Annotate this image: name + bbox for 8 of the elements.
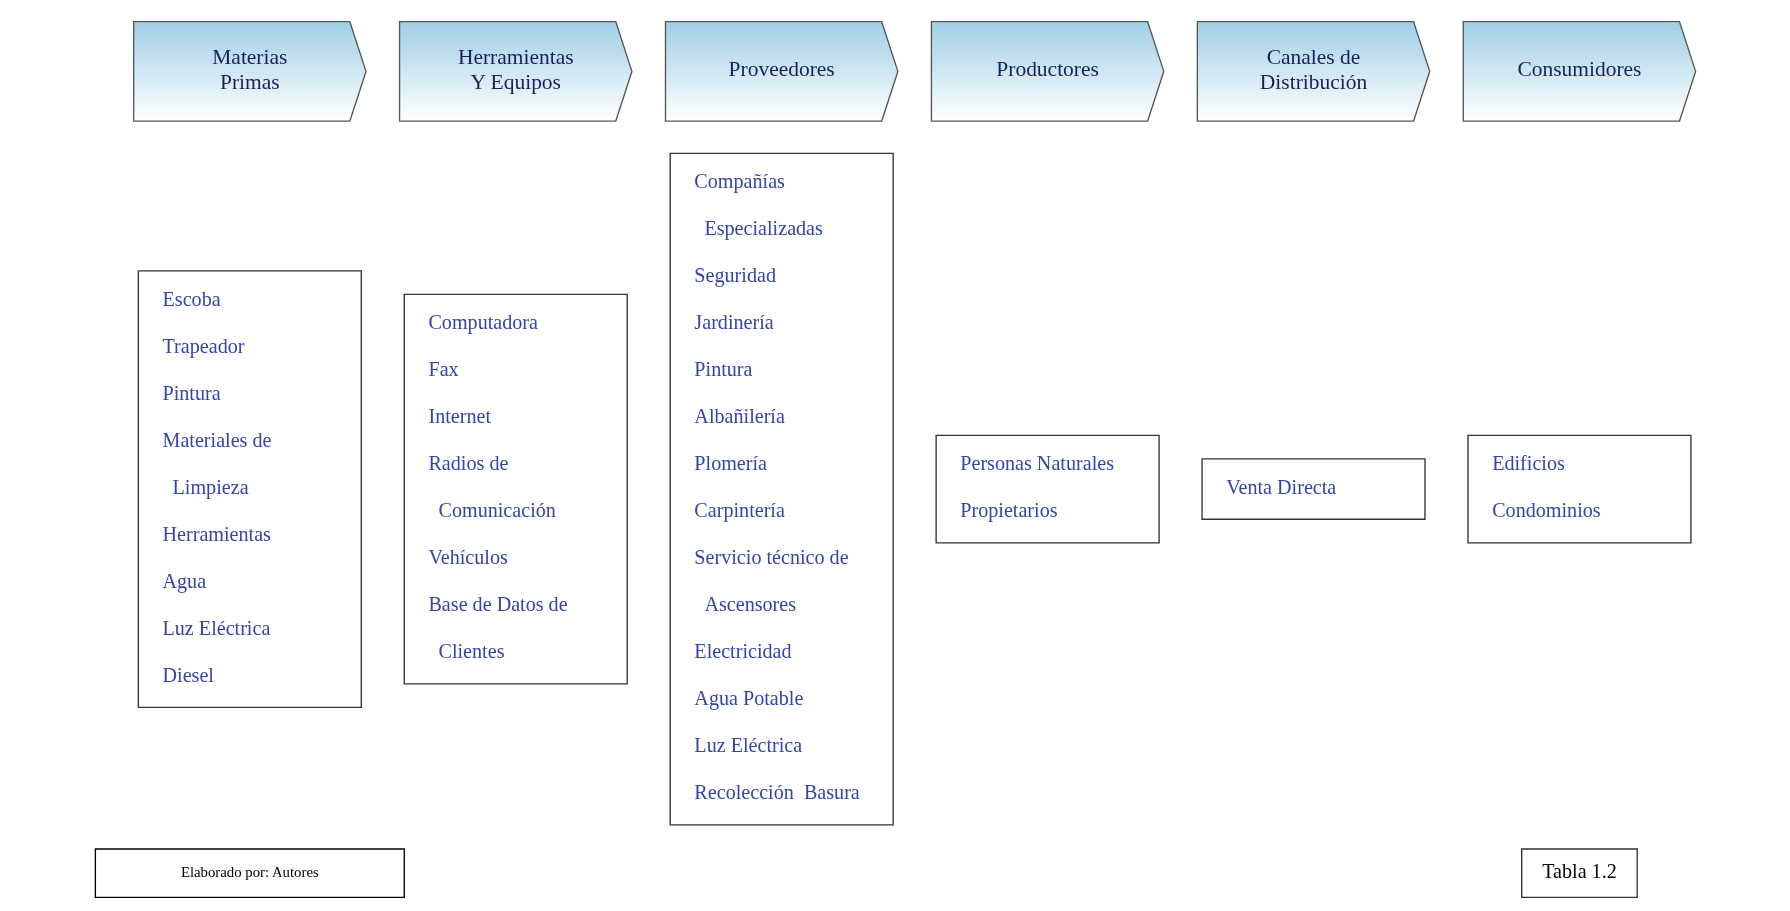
node-box: Escoba Trapeador Pintura Materiales de Limpieza Herramientas Agua Luz Eléctrica Diesel bbox=[137, 270, 362, 708]
node-box: Tabla 1.2 bbox=[1520, 848, 1638, 899]
node-box: Edificios Condominios bbox=[1466, 434, 1692, 544]
node-box: Compañías Especializadas Seguridad Jardinería Pintura Albañilería Plomería Carpintería Servicio técnico de Ascensores Electricidad Agua Potable Luz Eléctrica Recolección Basura bbox=[669, 152, 894, 826]
node-box: Elaborado por: Autores bbox=[94, 848, 405, 899]
node-box: Computadora Fax Internet Radios de Comunicación Vehículos Base de Datos de Clientes bbox=[403, 293, 628, 685]
node-box: Venta Directa bbox=[1200, 458, 1426, 520]
node-box: Personas Naturales Propietarios bbox=[934, 434, 1160, 544]
